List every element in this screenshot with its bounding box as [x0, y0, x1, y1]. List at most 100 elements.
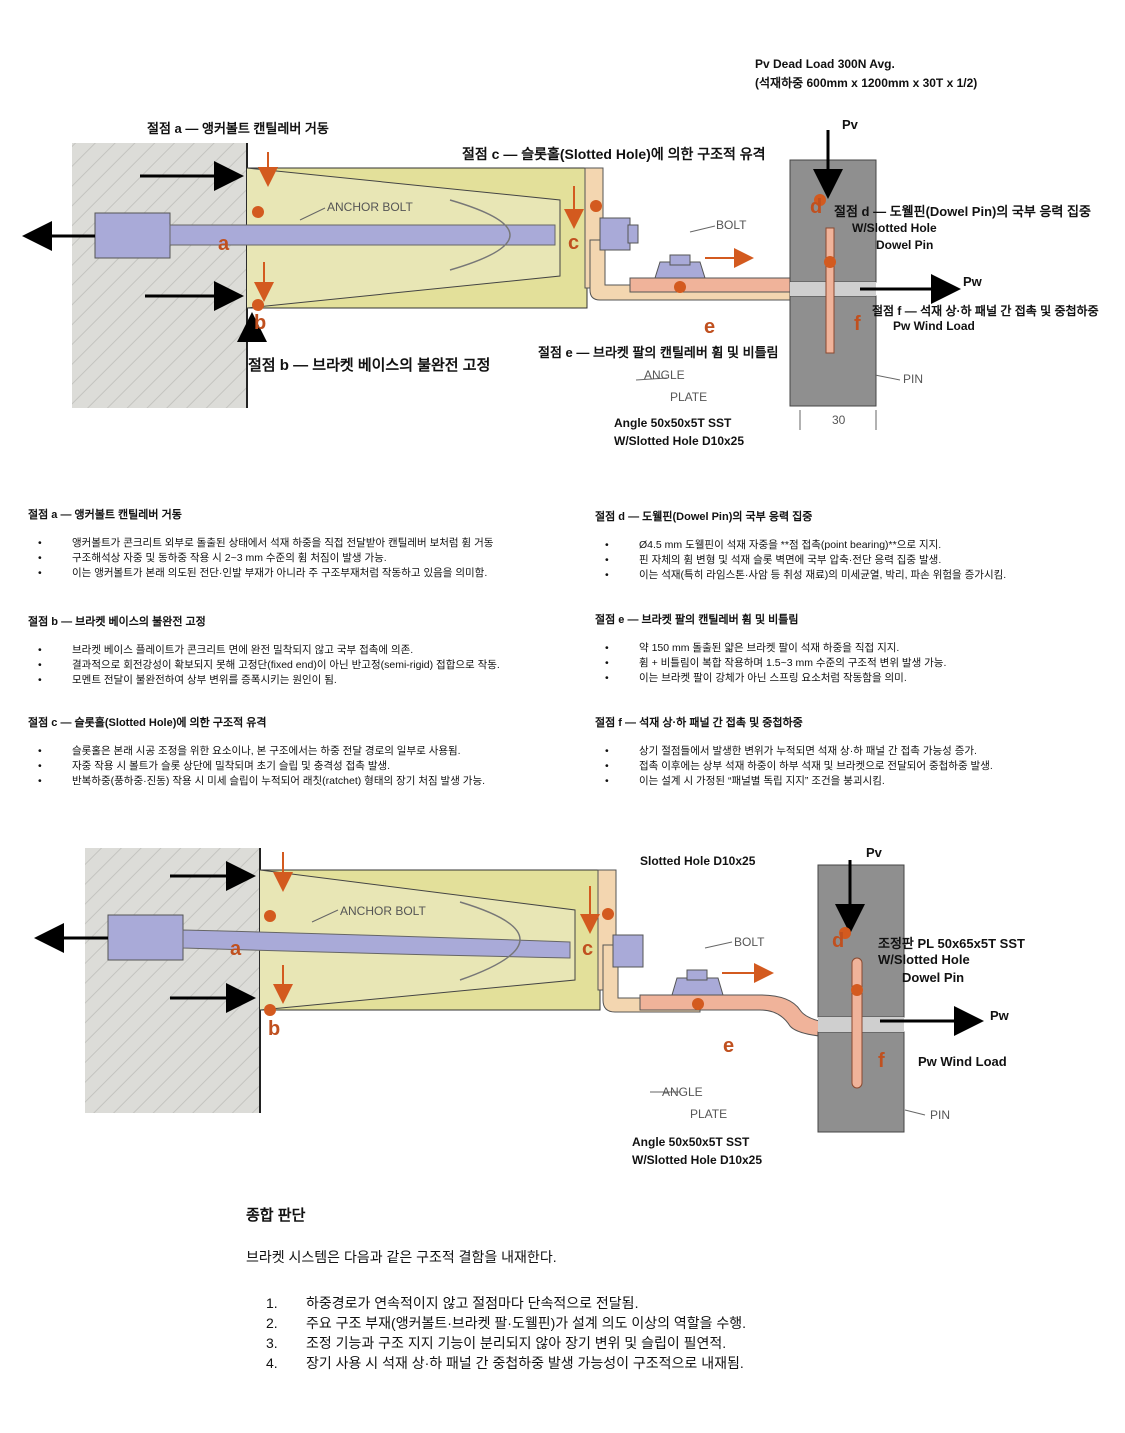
pin-text: PIN	[903, 372, 924, 386]
summary-intro: 브라켓 시스템은 다음과 같은 구조적 결함을 내재한다.	[246, 1249, 557, 1265]
list-text: 하중경로가 연속적이지 않고 절점마다 단속적으로 전달됨.	[306, 1295, 639, 1311]
node-c-dot	[602, 908, 614, 920]
plate-text: PLATE	[690, 1107, 728, 1121]
list-number: 4.	[266, 1355, 278, 1371]
node-b-letter: b	[254, 312, 267, 334]
dowel-pin	[825, 227, 835, 354]
list-item: 1. 하중경로가 연속적이지 않고 절점마다 단속적으로 전달됨.	[266, 1293, 1106, 1313]
node-d-label: 절점 d — 도웰핀(Dowel Pin)의 국부 응력 집중	[834, 204, 1091, 219]
slotted-hole-label: W/Slotted Hole	[878, 952, 970, 967]
node-d-letter: d	[832, 930, 845, 952]
list-item: 4.장기 사용 시 석재 상·하 패널 간 중첩하중 발생 가능성이 구조적으로…	[266, 1353, 1106, 1373]
note-a-title: 절점 a — 앵커볼트 캔틸레버 거동	[28, 509, 182, 521]
note-c-list: 슬롯홀은 본래 시공 조정을 위한 요소이나, 본 구조에서는 하중 전달 경로…	[28, 744, 588, 789]
node-c-label: 절점 c — 슬롯홀(Slotted Hole)에 의한 구조적 유격	[462, 146, 766, 162]
list-number: 3.	[266, 1335, 278, 1351]
angle-slot-spec: W/Slotted Hole D10x25	[632, 1153, 763, 1167]
node-e-letter: e	[704, 316, 716, 338]
angle-slot-spec: W/Slotted Hole D10x25	[614, 434, 745, 448]
summary-section: 종합 판단 브라켓 시스템은 다음과 같은 구조적 결함을 내재한다. 1. 하중…	[246, 1204, 1106, 1373]
bolt-text: BOLT	[716, 218, 747, 232]
list-item: 이는 브라켓 팔이 강체가 아닌 스프링 요소처럼 작동함을 의미.	[595, 671, 1115, 686]
list-item: 약 150 mm 돌출된 얇은 브라켓 팔이 석재 하중을 직접 지지.	[595, 641, 1115, 656]
list-item: 접촉 이후에는 상부 석재 하중이 하부 석재 및 브라켓으로 전달되어 중첩하…	[595, 759, 1115, 774]
list-number: 1.	[266, 1295, 278, 1311]
node-c-letter: c	[582, 938, 594, 960]
note-b: 절점 b — 브라켓 베이스의 불완전 고정 브라켓 베이스 플레이트가 콘크리…	[28, 613, 588, 688]
list-item: 결과적으로 회전강성이 확보되지 못해 고정단(fixed end)이 아닌 반…	[28, 658, 588, 673]
list-item: 휨 + 비틀림이 복합 작용하며 1.5~3 mm 수준의 구조적 변위 발생 …	[595, 656, 1115, 671]
node-e-dot	[692, 998, 704, 1010]
node-a-letter: a	[218, 233, 230, 255]
dowel-pin-label: Dowel Pin	[876, 238, 934, 252]
summary-list: 1. 하중경로가 연속적이지 않고 절점마다 단속적으로 전달됨. 2.주요 구조…	[266, 1293, 1106, 1373]
node-a-dot	[264, 910, 276, 922]
note-f-title: 절점 f — 석재 상·하 패널 간 접촉 및 중첩하중	[595, 717, 803, 729]
pw-label: Pw	[963, 274, 982, 289]
node-f-letter: f	[878, 1050, 885, 1072]
node-a-label: 절점 a — 앵커볼트 캔틸레버 거동	[147, 121, 329, 136]
node-c-dot	[590, 200, 602, 212]
plate-spec: 조정판 PL 50x65x5T SST	[878, 936, 1025, 951]
anchor-bolt-sleeve	[107, 914, 184, 961]
node-d-letter: d	[810, 196, 823, 218]
list-item: 핀 자체의 휨 변형 및 석재 슬롯 벽면에 국부 압축·전단 응력 집중 발생…	[595, 553, 1115, 568]
node-e-dot	[674, 281, 686, 293]
note-c-title: 절점 c — 슬롯홀(Slotted Hole)에 의한 구조적 유격	[28, 717, 267, 729]
list-item: 상기 절점들에서 발생한 변위가 누적되면 석재 상·하 패널 간 접촉 가능성…	[595, 744, 1115, 759]
note-d-title: 절점 d — 도웰핀(Dowel Pin)의 국부 응력 집중	[595, 511, 813, 523]
anchor-bolt-text: ANCHOR BOLT	[327, 200, 413, 214]
dead-load-sub: (석재하중 600mm x 1200mm x 30T x 1/2)	[755, 76, 978, 90]
list-item: 모멘트 전달이 불완전하여 상부 변위를 증폭시키는 원인이 됨.	[28, 673, 588, 688]
note-d-list: Ø4.5 mm 도웰핀이 석재 자중을 **점 접촉(point bearing…	[595, 538, 1115, 583]
note-d: 절점 d — 도웰핀(Dowel Pin)의 국부 응력 집중 Ø4.5 mm …	[595, 508, 1115, 583]
plate-text: PLATE	[670, 390, 708, 404]
diagram-top-drawing	[21, 130, 961, 430]
slotted-hole-label: W/Slotted Hole	[852, 221, 937, 235]
node-a-dot	[252, 206, 264, 218]
list-item: 이는 앵커볼트가 본래 의도된 전단·인발 부재가 아니라 주 구조부재처럼 작…	[28, 566, 588, 581]
list-text: 조정 기능과 구조 지지 기능이 분리되지 않아 장기 변위 및 슬립이 필연적…	[306, 1335, 727, 1351]
list-item: 앵커볼트가 콘크리트 외부로 돌출된 상태에서 석재 하중을 직접 전달받아 캔…	[28, 536, 588, 551]
node-d-dot	[839, 927, 851, 939]
anchor-bolt-text: ANCHOR BOLT	[340, 904, 426, 918]
note-f-list: 상기 절점들에서 발생한 변위가 누적되면 석재 상·하 패널 간 접촉 가능성…	[595, 744, 1115, 789]
node-e-label: 절점 e — 브라켓 팔의 캔틸레버 휨 및 비틀림	[538, 345, 779, 360]
note-a-list: 앵커볼트가 콘크리트 외부로 돌출된 상태에서 석재 하중을 직접 전달받아 캔…	[28, 536, 588, 581]
note-e-list: 약 150 mm 돌출된 얇은 브라켓 팔이 석재 하중을 직접 지지. 휨 +…	[595, 641, 1115, 686]
summary-title: 종합 판단	[246, 1207, 306, 1224]
node-f-dot	[824, 256, 836, 268]
pw-wind-label: Pw Wind Load	[893, 319, 975, 333]
list-item: 구조해석상 자중 및 동하중 작용 시 2~3 mm 수준의 휨 처짐이 발생 …	[28, 551, 588, 566]
list-item: 반복하중(풍하중·진동) 작용 시 미세 슬립이 누적되어 래칫(ratchet…	[28, 774, 588, 789]
dim-30-text: 30	[832, 413, 846, 427]
list-item: 이는 석재(특히 라임스톤·사암 등 취성 재료)의 미세균열, 박리, 파손 …	[595, 568, 1115, 583]
list-item: 슬롯홀은 본래 시공 조정을 위한 요소이나, 본 구조에서는 하중 전달 경로…	[28, 744, 588, 759]
bolt-head	[612, 934, 644, 968]
angle-spec: Angle 50x50x5T SST	[632, 1135, 750, 1149]
diagram-top: Pv Dead Load 300N Avg. (석재하중 600mm x 120…	[0, 0, 1125, 470]
dead-load-title: Pv Dead Load 300N Avg.	[755, 57, 895, 71]
pw-wind-label: Pw Wind Load	[918, 1054, 1007, 1069]
node-d-dot	[814, 194, 826, 206]
diagram-bottom: Slotted Hole D10x25 Pv 조정판 PL 50x65x5T S…	[0, 830, 1125, 1175]
node-b-dot	[264, 1004, 276, 1016]
pw-label: Pw	[990, 1008, 1009, 1023]
dowel-pin-label: Dowel Pin	[902, 970, 965, 985]
node-b-letter: b	[268, 1018, 281, 1040]
node-a-letter: a	[230, 938, 242, 960]
list-item: 2.주요 구조 부재(앵커볼트·브라켓 팔·도웰핀)가 설계 의도 이상의 역할…	[266, 1313, 1106, 1333]
note-b-list: 브라켓 베이스 플레이트가 콘크리트 면에 완전 밀착되지 않고 국부 접촉에 …	[28, 643, 588, 688]
pin-text: PIN	[930, 1108, 951, 1122]
node-e-letter: e	[723, 1035, 735, 1057]
note-e-title: 절점 e — 브라켓 팔의 캔틸레버 휨 및 비틀림	[595, 614, 799, 626]
node-b-dot	[252, 299, 264, 311]
angle-text: ANGLE	[644, 368, 685, 382]
anchor-bolt-rod	[169, 224, 556, 246]
list-item: 3. 조정 기능과 구조 지지 기능이 분리되지 않아 장기 변위 및 슬립이 필…	[266, 1333, 1106, 1353]
pv-label: Pv	[866, 845, 882, 860]
node-f-label: 절점 f — 석재 상·하 패널 간 접촉 및 중첩하중	[872, 304, 1099, 318]
list-number: 2.	[266, 1315, 278, 1331]
node-c-letter: c	[568, 232, 580, 254]
slotted-title: Slotted Hole D10x25	[640, 854, 756, 868]
